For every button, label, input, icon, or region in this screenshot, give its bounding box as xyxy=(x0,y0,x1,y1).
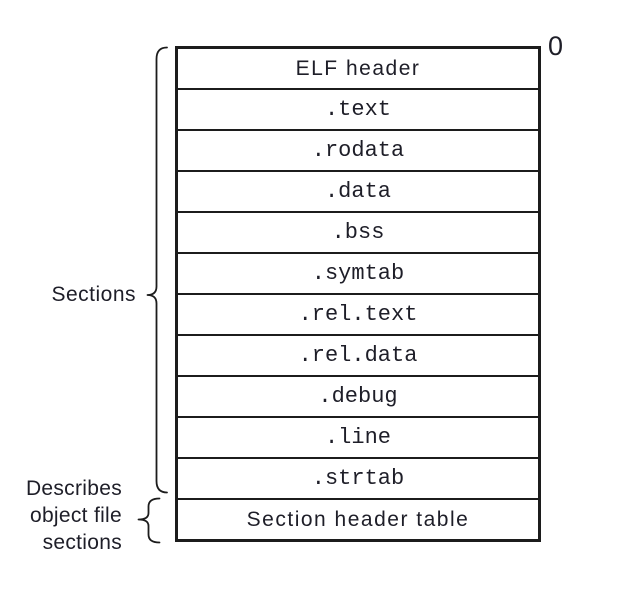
row-label-debug-section: .debug xyxy=(318,384,398,409)
table-row-bss-section: .bss xyxy=(178,211,538,252)
elf-format-table: ELF header .text .rodata .data .bss .sym… xyxy=(175,46,541,542)
table-row-elf-header: ELF header xyxy=(178,49,538,88)
table-row-strtab-section: .strtab xyxy=(178,457,538,498)
row-label-rel-data-section: .rel.data xyxy=(298,343,418,368)
row-label-line-section: .line xyxy=(324,425,391,450)
table-row-text-section: .text xyxy=(178,88,538,129)
table-row-symtab-section: .symtab xyxy=(178,252,538,293)
sections-label: Sections xyxy=(51,283,136,306)
row-label-data-section: .data xyxy=(324,179,391,204)
describes-label: Describes object file sections xyxy=(0,475,122,556)
table-row-rel-data-section: .rel.data xyxy=(178,334,538,375)
row-label-strtab-section: .strtab xyxy=(311,466,405,491)
offset-zero-label: 0 xyxy=(548,31,564,61)
sections-curly-brace-icon xyxy=(146,46,168,494)
table-row-line-section: .line xyxy=(178,416,538,457)
describes-label-line-3: sections xyxy=(42,531,122,554)
row-label-text-section: .text xyxy=(324,97,391,122)
describes-label-line-2: object file xyxy=(29,504,122,527)
row-label-elf-header: ELF header xyxy=(295,56,421,80)
describes-curly-brace-icon xyxy=(137,497,161,544)
row-label-symtab-section: .symtab xyxy=(311,261,405,286)
describes-label-line-1: Describes xyxy=(25,477,122,500)
table-row-rodata-section: .rodata xyxy=(178,129,538,170)
table-row-debug-section: .debug xyxy=(178,375,538,416)
table-row-rel-text-section: .rel.text xyxy=(178,293,538,334)
row-label-rel-text-section: .rel.text xyxy=(298,302,418,327)
table-row-section-header-table: Section header table xyxy=(178,498,538,539)
table-row-data-section: .data xyxy=(178,170,538,211)
row-label-section-header-table: Section header table xyxy=(246,507,470,531)
row-label-rodata-section: .rodata xyxy=(311,138,405,163)
row-label-bss-section: .bss xyxy=(331,220,385,245)
